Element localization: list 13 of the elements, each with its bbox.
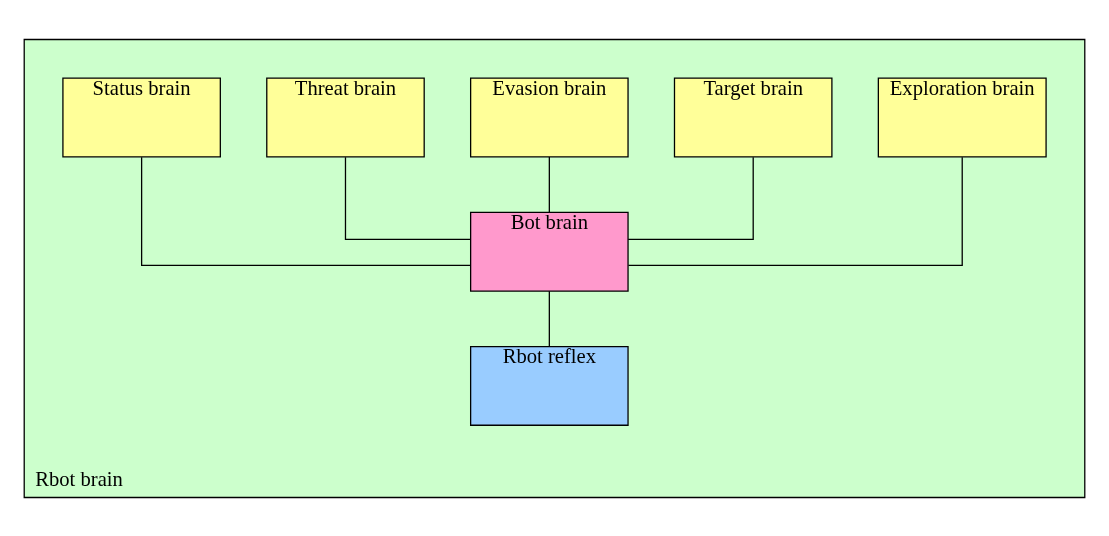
- connector: [627, 156, 963, 266]
- node-box: Evasion brain: [470, 77, 629, 158]
- connector: [548, 290, 550, 347]
- node-box: Target brain: [673, 77, 833, 158]
- connector: [548, 155, 550, 213]
- node-box: Rbot reflex: [470, 345, 629, 426]
- node-box: Bot brain: [470, 211, 629, 292]
- connector: [627, 156, 754, 240]
- node-box: Exploration brain: [877, 77, 1047, 158]
- connector: [344, 156, 472, 240]
- connector: [140, 156, 471, 266]
- node-box: Status brain: [62, 77, 221, 158]
- node-box: Threat brain: [266, 77, 425, 158]
